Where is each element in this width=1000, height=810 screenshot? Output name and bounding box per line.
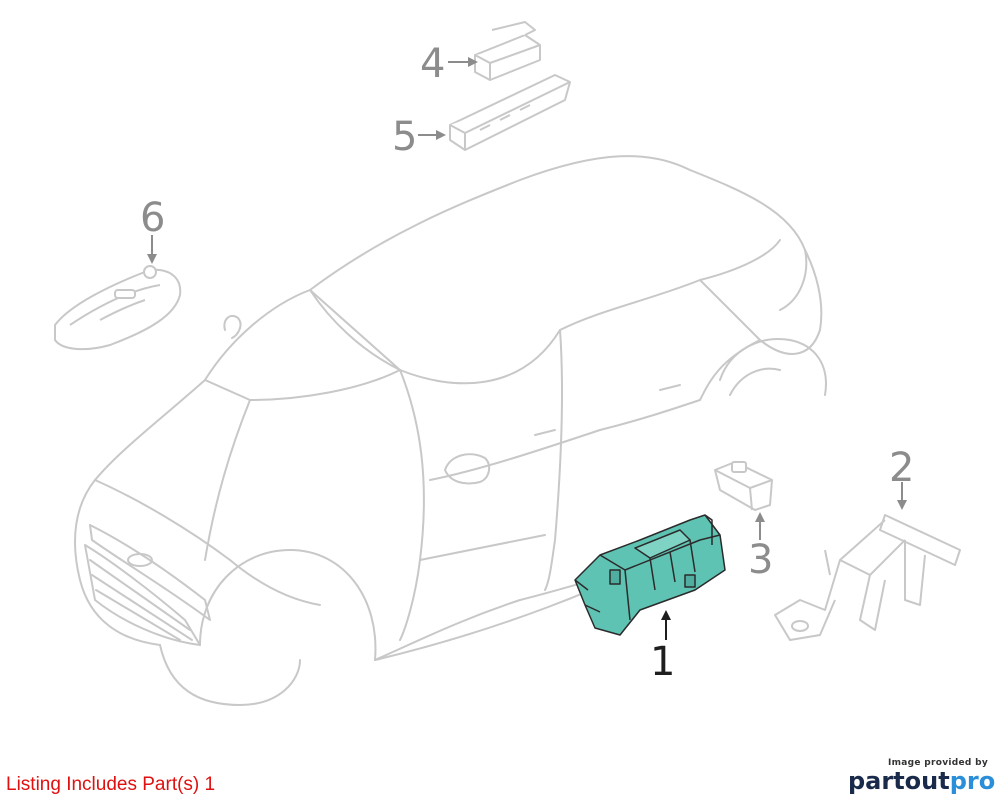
image-credit: Image provided by partoutpro: [848, 758, 995, 795]
listing-includes-text: Listing Includes Part(s) 1: [6, 774, 216, 795]
leader-arrows: [147, 57, 907, 540]
part-6-key-fob: [54, 265, 182, 351]
vehicle-outline: [74, 155, 827, 706]
part-3-bracket: [714, 461, 773, 511]
part-4-connector: [474, 21, 541, 81]
leader-arrow-1: [661, 610, 671, 640]
part-2-mounting-frame: [774, 514, 961, 641]
callout-4: 4: [420, 41, 446, 87]
callout-3: 3: [748, 537, 774, 583]
credit-provided-by: Image provided by: [887, 758, 988, 768]
part-1-module-highlighted: [574, 514, 726, 636]
part-5-module: [449, 74, 571, 151]
callout-5: 5: [392, 114, 418, 160]
callout-6: 6: [140, 195, 166, 241]
callout-1: 1: [650, 639, 676, 685]
brand-part1: partout: [848, 767, 950, 795]
brand-logo: partoutpro: [848, 767, 995, 795]
brand-part2: pro: [949, 767, 996, 795]
callout-2: 2: [889, 445, 915, 491]
